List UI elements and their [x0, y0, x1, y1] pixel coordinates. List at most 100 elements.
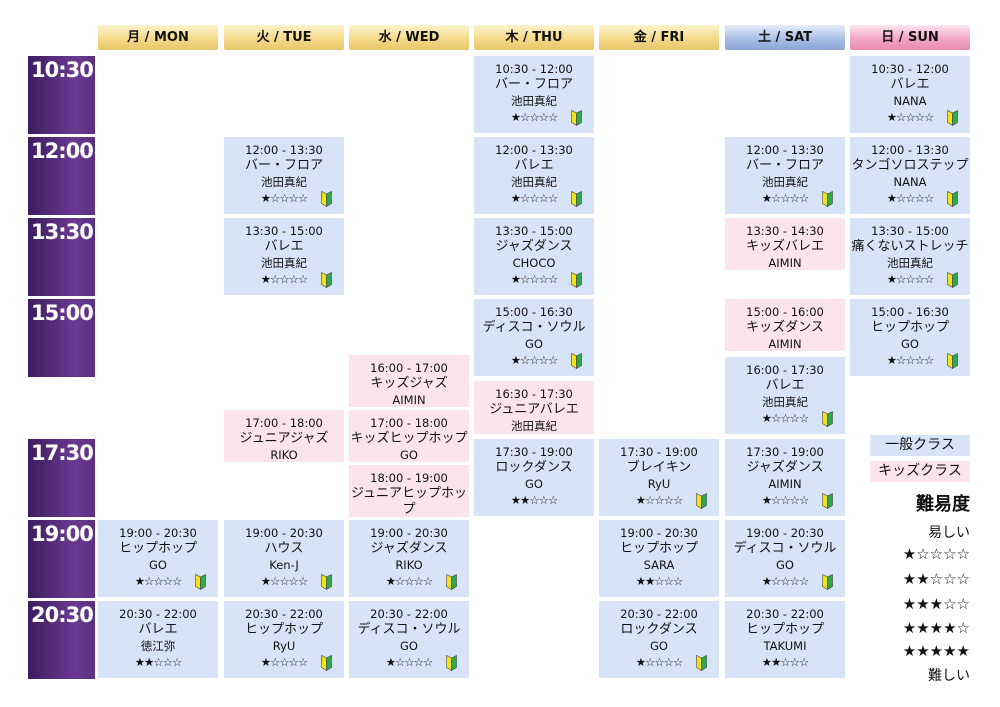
class-difficulty-stars: ★☆☆☆☆ — [260, 655, 309, 669]
class-difficulty-stars: ★☆☆☆☆ — [260, 574, 309, 588]
class-time: 15:00 - 16:30 — [871, 305, 949, 319]
beginner-mark-icon — [571, 110, 582, 126]
class-difficulty-stars: ★☆☆☆☆ — [260, 191, 309, 205]
class-time: 20:30 - 22:00 — [370, 607, 448, 621]
class-instructor: RyU — [647, 477, 671, 491]
time-label-1500: 15:00 — [28, 299, 95, 377]
class-time: 12:00 - 13:30 — [495, 143, 573, 157]
class-difficulty-stars: ★☆☆☆☆ — [635, 493, 684, 507]
class-difficulty-stars: ★☆☆☆☆ — [510, 191, 559, 205]
class-name: キッズダンス — [746, 320, 824, 335]
class-name: バレエ — [765, 378, 805, 393]
class-time: 19:00 - 20:30 — [746, 526, 824, 540]
class-instructor: GO — [525, 337, 543, 351]
time-label-1030: 10:30 — [28, 56, 95, 134]
class-instructor: SARA — [643, 558, 675, 572]
legend-general: 一般クラス — [870, 435, 970, 456]
beginner-mark-icon — [947, 272, 958, 288]
class-time: 10:30 - 12:00 — [495, 62, 573, 76]
class-difficulty-stars: ★☆☆☆☆ — [886, 110, 935, 124]
legend-hard: 難しい — [928, 668, 970, 684]
beginner-mark-icon — [947, 191, 958, 207]
class-name: バレエ — [890, 77, 930, 92]
class-instructor: 徳江弥 — [140, 639, 176, 653]
class-instructor: AIMIN — [768, 477, 802, 491]
legend-level-1: ★☆☆☆☆ — [902, 545, 970, 563]
class-time: 13:30 - 15:00 — [495, 224, 573, 238]
class-time: 17:00 - 18:00 — [370, 416, 448, 430]
class-name: バー・フロア — [745, 158, 824, 173]
class-instructor: Ken-J — [269, 558, 299, 572]
class-time: 15:00 - 16:30 — [495, 305, 573, 319]
class-instructor: TAKUMI — [763, 639, 807, 653]
time-label-1200: 12:00 — [28, 137, 95, 215]
class-instructor: 池田真紀 — [511, 175, 557, 189]
class-instructor: 池田真紀 — [887, 256, 933, 270]
class-name: ヒップホップ — [619, 541, 698, 556]
class-name: ブレイキン — [626, 460, 692, 475]
class-instructor: GO — [525, 477, 543, 491]
legend-kids: キッズクラス — [870, 461, 970, 482]
class-name: バレエ — [264, 239, 304, 254]
beginner-mark-icon — [822, 574, 833, 590]
class-name: バレエ — [514, 158, 554, 173]
class-time: 12:00 - 13:30 — [245, 143, 323, 157]
class-time: 13:30 - 15:00 — [245, 224, 323, 238]
class-name: ジュニアジャズ — [239, 431, 329, 446]
class-difficulty-stars: ★★☆☆☆ — [134, 655, 183, 669]
class-time: 17:00 - 18:00 — [245, 416, 323, 430]
class-name: ジュニアヒップホップ — [350, 486, 468, 517]
class-instructor: 池田真紀 — [762, 395, 808, 409]
class-difficulty-stars: ★★☆☆☆ — [635, 574, 684, 588]
class-time: 16:30 - 17:30 — [495, 387, 573, 401]
class-difficulty-stars: ★☆☆☆☆ — [886, 191, 935, 205]
class-instructor: GO — [400, 639, 418, 653]
beginner-mark-icon — [321, 191, 332, 207]
class-instructor: NANA — [893, 94, 927, 108]
legend-level-5: ★★★★★ — [902, 642, 970, 660]
class-time: 10:30 - 12:00 — [871, 62, 949, 76]
class-name: 痛くないストレッチ — [851, 239, 969, 254]
class-time: 20:30 - 22:00 — [119, 607, 197, 621]
class-name: ヒップホップ — [244, 622, 323, 637]
class-time: 17:30 - 19:00 — [620, 445, 698, 459]
class-time: 16:00 - 17:00 — [370, 361, 448, 375]
class-time: 20:30 - 22:00 — [620, 607, 698, 621]
beginner-mark-icon — [321, 655, 332, 671]
class-instructor: RyU — [272, 639, 296, 653]
day-header-fri: 金 / FRI — [599, 25, 719, 50]
time-label-2030: 20:30 — [28, 601, 95, 679]
class-block[interactable]: 18:00 - 19:00ジュニアヒップホップGO — [349, 465, 469, 533]
